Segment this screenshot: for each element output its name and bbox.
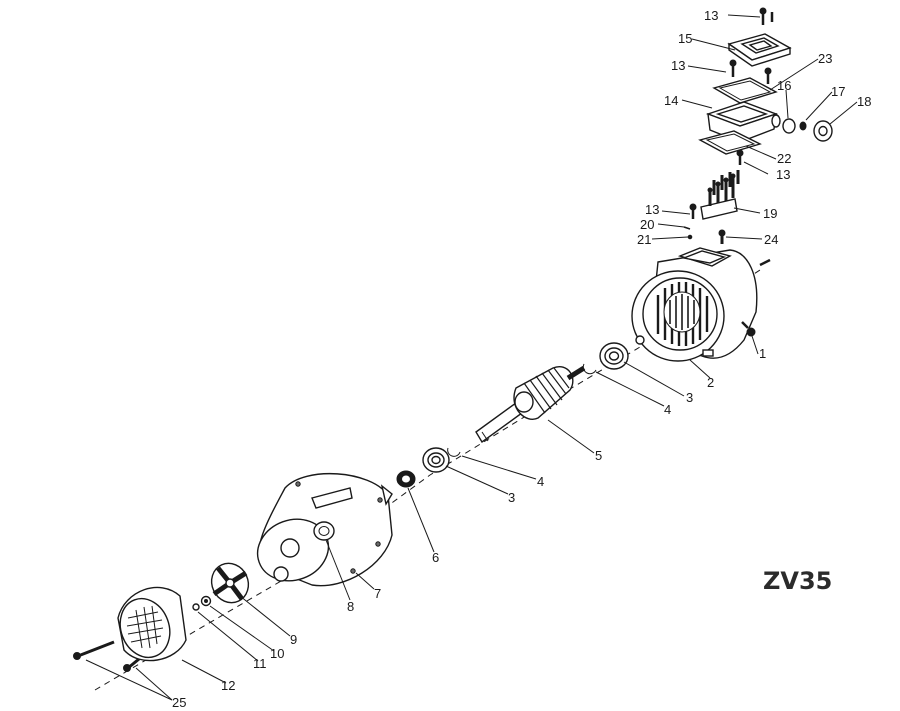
callout-13-block: 13 [645, 202, 659, 217]
callout-15: 15 [678, 31, 692, 46]
callout-21: 21 [637, 232, 651, 247]
callout-4-rear: 4 [664, 402, 671, 417]
callout-25: 25 [172, 695, 186, 710]
part-19-terminal-block [700, 170, 740, 220]
callout-22: 22 [777, 151, 791, 166]
part-13-screw-cover [729, 59, 772, 84]
callout-5: 5 [595, 448, 602, 463]
part-13-screw-box [736, 149, 744, 165]
model-label: ZV35 [763, 567, 832, 595]
part-9-fan [210, 562, 250, 604]
part-3-bearing-front [422, 447, 450, 473]
callout-2: 2 [707, 375, 714, 390]
callout-16: 16 [777, 78, 791, 93]
callout-3-front: 3 [508, 490, 515, 505]
part-17-gland-ring [799, 121, 807, 131]
callout-7: 7 [374, 586, 381, 601]
leader-lines [85, 14, 858, 701]
part-22-gasket [698, 130, 762, 155]
part-5-rotor [475, 365, 586, 444]
callout-13-cover: 13 [671, 58, 685, 73]
callout-13-box: 13 [776, 167, 790, 182]
part-15-box-cover [727, 33, 792, 67]
part-20-washer [683, 226, 691, 230]
part-4-circlip-front [447, 447, 461, 457]
part-12-fan-cover [117, 586, 187, 662]
callout-4-front: 4 [537, 474, 544, 489]
part-13-screw-top [759, 7, 774, 25]
part-23-gasket [712, 77, 778, 104]
callout-19: 19 [763, 206, 777, 221]
callout-3-rear: 3 [686, 390, 693, 405]
part-2-stator-housing [631, 247, 758, 362]
callout-14: 14 [664, 93, 678, 108]
callout-labels: 1 2 3 4 5 4 3 6 7 8 9 10 11 12 25 13 15 … [172, 8, 871, 710]
part-6-bearing [396, 470, 416, 488]
part-11-clip [192, 603, 200, 611]
callout-1: 1 [759, 346, 766, 361]
part-16-gland-sleeve [782, 118, 796, 134]
part-13-screw-block [689, 203, 697, 219]
callout-18: 18 [857, 94, 871, 109]
part-21-washer [687, 234, 693, 240]
callout-8: 8 [347, 599, 354, 614]
callout-20: 20 [640, 217, 654, 232]
part-10-washer [200, 595, 212, 607]
part-3-bearing-rear [599, 342, 629, 370]
part-1-screw [741, 258, 771, 337]
part-4-circlip-rear [582, 363, 597, 375]
part-8-seal [313, 521, 335, 541]
callout-9: 9 [290, 632, 297, 647]
callout-24: 24 [764, 232, 778, 247]
callout-6: 6 [432, 550, 439, 565]
part-18-gland-nut [813, 120, 833, 142]
callout-12: 12 [221, 678, 235, 693]
callout-11: 11 [253, 656, 267, 671]
part-24-screw [718, 229, 726, 244]
callout-23: 23 [818, 51, 832, 66]
callout-10: 10 [270, 646, 284, 661]
assembly-axis [94, 269, 761, 691]
callout-13-top: 13 [704, 8, 718, 23]
callout-17: 17 [831, 84, 845, 99]
